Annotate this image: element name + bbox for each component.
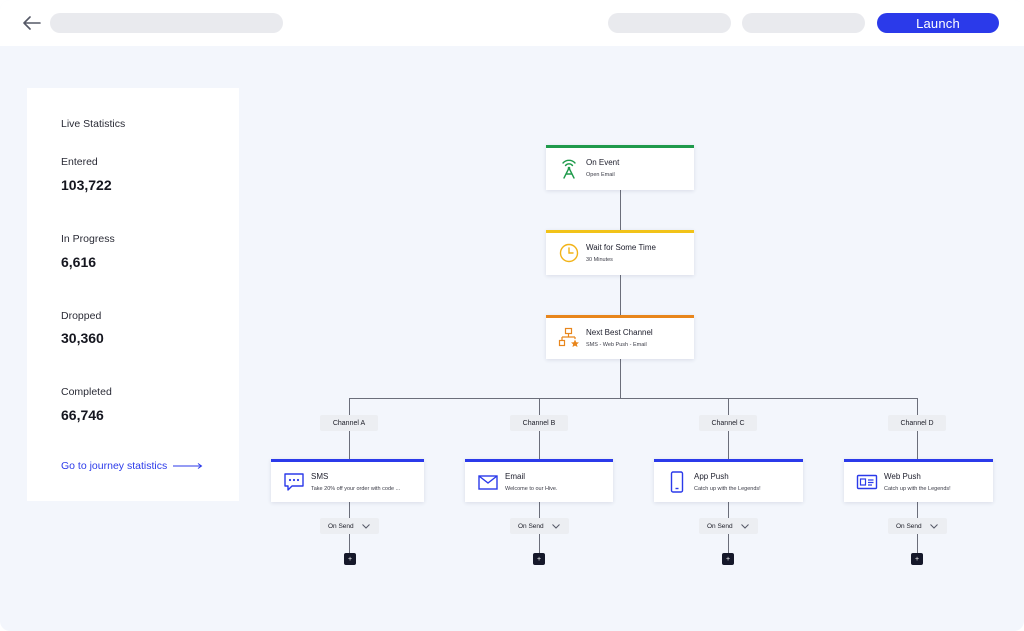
chevron-down-icon	[740, 523, 749, 529]
on-send-dropdown-d[interactable]: On Send	[888, 518, 947, 534]
toolbar-action-placeholder[interactable]	[608, 13, 731, 33]
stat-label-dropped: Dropped	[61, 310, 102, 322]
node-wait[interactable]: Wait for Some Time 30 Minutes	[546, 230, 694, 275]
channel-label-c: Channel C	[699, 415, 757, 431]
node-accent-bar	[271, 459, 424, 462]
add-step-button[interactable]: +	[911, 553, 923, 565]
connector-line	[539, 534, 540, 553]
node-accent-bar	[465, 459, 613, 462]
connector-line	[539, 502, 540, 518]
add-step-button[interactable]: +	[533, 553, 545, 565]
node-accent-bar	[546, 315, 694, 318]
top-bar: Launch	[0, 0, 1024, 46]
node-subtitle: SMS - Web Push - Email	[586, 342, 647, 348]
on-send-label: On Send	[707, 522, 733, 530]
arrow-left-icon	[23, 16, 41, 30]
add-step-button[interactable]: +	[722, 553, 734, 565]
channel-label-a: Channel A	[320, 415, 378, 431]
node-title: Wait for Some Time	[586, 243, 656, 252]
stat-value-dropped: 30,360	[61, 330, 104, 346]
node-title: Web Push	[884, 472, 921, 481]
node-title: On Event	[586, 158, 620, 167]
arrow-right-icon	[173, 463, 203, 469]
channel-label-b: Channel B	[510, 415, 568, 431]
node-email[interactable]: Email Welcome to our Hive.	[465, 459, 613, 502]
connector-line	[728, 398, 729, 415]
node-accent-bar	[844, 459, 993, 462]
connector-line	[917, 502, 918, 518]
node-accent-bar	[546, 145, 694, 148]
connector-line	[728, 502, 729, 518]
email-icon	[477, 471, 499, 493]
chevron-down-icon	[361, 523, 370, 529]
node-subtitle: Catch up with the Legends!	[884, 486, 951, 492]
connector-line	[620, 359, 621, 398]
connector-line	[620, 275, 621, 315]
connector-line	[539, 431, 540, 459]
node-subtitle: Take 20% off your order with code ...	[311, 486, 401, 492]
stat-value-entered: 103,722	[61, 177, 112, 193]
connector-line	[620, 190, 621, 230]
stats-title: Live Statistics	[61, 118, 126, 130]
connector-line	[917, 431, 918, 459]
journey-statistics-link-label: Go to journey statistics	[61, 460, 168, 472]
node-subtitle: Open Email	[586, 172, 615, 178]
antenna-icon	[558, 157, 580, 179]
node-title: Email	[505, 472, 526, 481]
node-title: Next Best Channel	[586, 328, 653, 337]
node-subtitle: 30 Minutes	[586, 257, 613, 263]
node-title: App Push	[694, 472, 729, 481]
on-send-dropdown-a[interactable]: On Send	[320, 518, 379, 534]
connector-line	[917, 534, 918, 553]
on-send-label: On Send	[518, 522, 544, 530]
clock-icon	[558, 242, 580, 264]
browser-card-icon	[856, 471, 878, 493]
node-accent-bar	[546, 230, 694, 233]
node-on-event[interactable]: On Event Open Email	[546, 145, 694, 190]
branch-line	[349, 398, 918, 399]
stat-label-completed: Completed	[61, 386, 112, 398]
journey-name-placeholder	[50, 13, 283, 33]
connector-line	[728, 534, 729, 553]
launch-button[interactable]: Launch	[877, 13, 999, 33]
connector-line	[349, 502, 350, 518]
network-star-icon	[558, 327, 580, 349]
chevron-down-icon	[929, 523, 938, 529]
connector-line	[728, 431, 729, 459]
connector-line	[539, 398, 540, 415]
on-send-dropdown-c[interactable]: On Send	[699, 518, 758, 534]
connector-line	[349, 398, 350, 415]
node-accent-bar	[654, 459, 803, 462]
journey-statistics-link[interactable]: Go to journey statistics	[61, 460, 203, 472]
node-app-push[interactable]: App Push Catch up with the Legends!	[654, 459, 803, 502]
back-button[interactable]	[20, 11, 44, 35]
connector-line	[349, 431, 350, 459]
add-step-button[interactable]: +	[344, 553, 356, 565]
node-web-push[interactable]: Web Push Catch up with the Legends!	[844, 459, 993, 502]
toolbar-action-placeholder[interactable]	[742, 13, 865, 33]
node-title: SMS	[311, 472, 329, 481]
channel-label-d: Channel D	[888, 415, 946, 431]
stat-value-in-progress: 6,616	[61, 254, 97, 270]
on-send-dropdown-b[interactable]: On Send	[510, 518, 569, 534]
stat-value-completed: 66,746	[61, 407, 104, 423]
sms-icon	[283, 471, 305, 493]
on-send-label: On Send	[328, 522, 354, 530]
on-send-label: On Send	[896, 522, 922, 530]
node-next-best-channel[interactable]: Next Best Channel SMS - Web Push - Email	[546, 315, 694, 359]
connector-line	[917, 398, 918, 415]
node-sms[interactable]: SMS Take 20% off your order with code ..…	[271, 459, 424, 502]
stat-label-entered: Entered	[61, 156, 98, 168]
stat-label-in-progress: In Progress	[61, 233, 115, 245]
chevron-down-icon	[551, 523, 560, 529]
connector-line	[349, 534, 350, 553]
node-subtitle: Catch up with the Legends!	[694, 486, 761, 492]
node-subtitle: Welcome to our Hive.	[505, 486, 558, 492]
live-statistics-panel: Live Statistics Entered 103,722 In Progr…	[27, 88, 239, 501]
mobile-icon	[666, 471, 688, 493]
